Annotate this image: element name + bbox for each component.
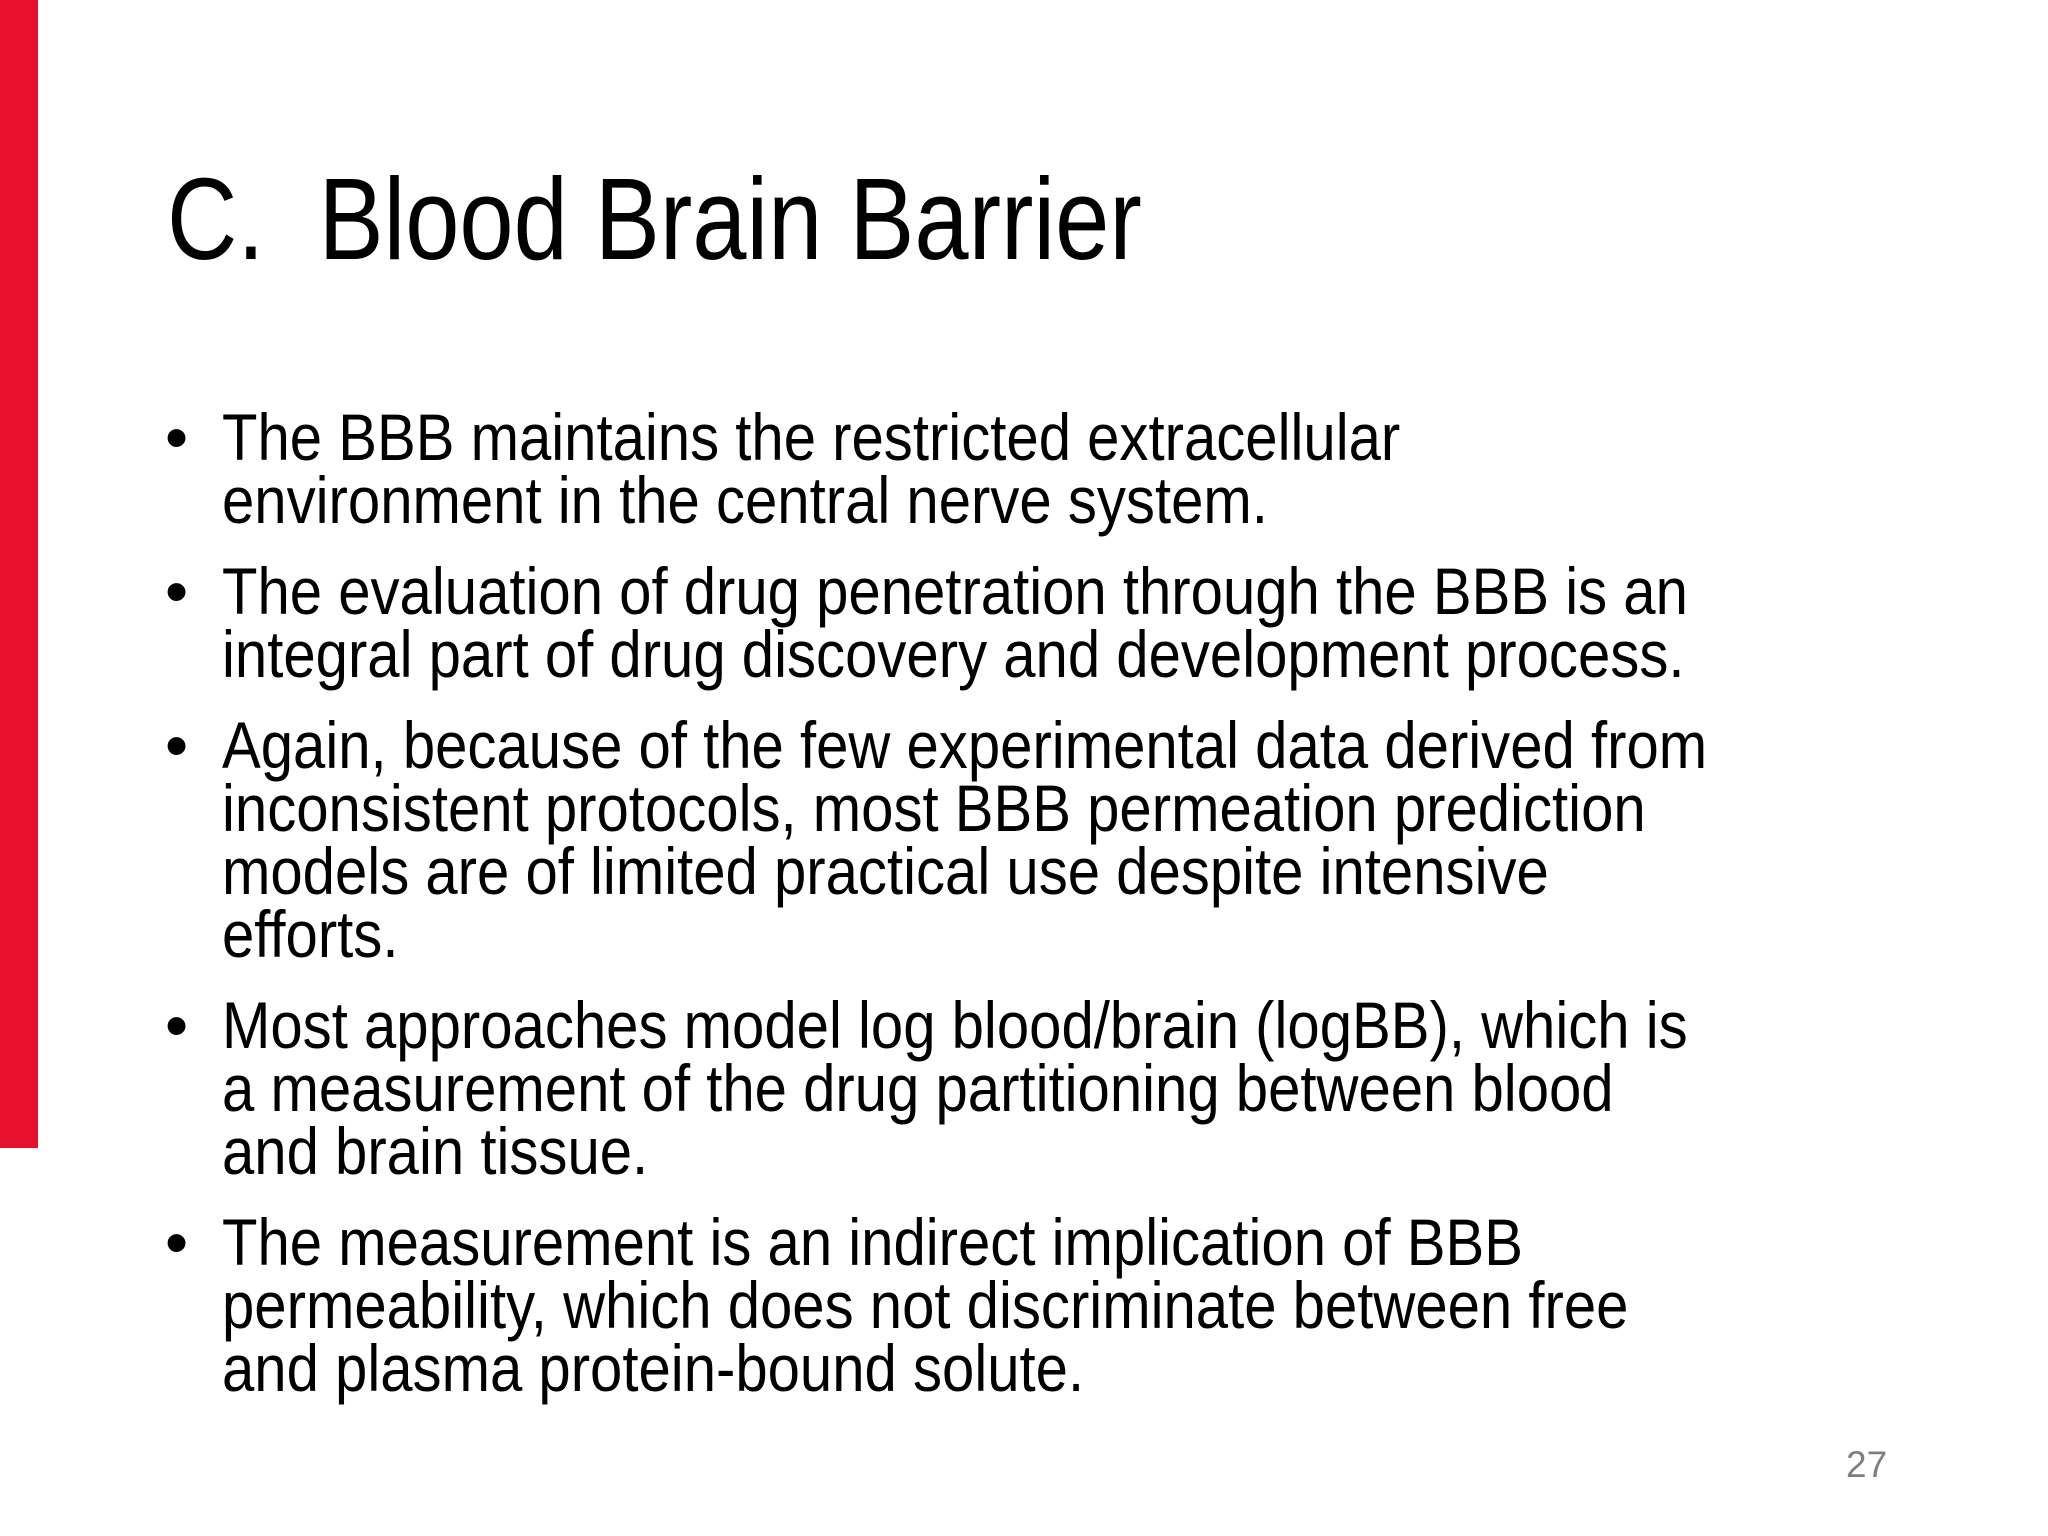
bullet-dot-icon: • (165, 1205, 189, 1279)
bullet-list: • The BBB maintains the restricted extra… (165, 400, 2048, 1405)
slide-title-text: C. Blood Brain Barrier (167, 154, 1142, 284)
bullet-dot-icon: • (165, 708, 189, 782)
bullet-text: Most approaches model log blood/brain (l… (222, 988, 1688, 1188)
bullet-item: • The measurement is an indirect implica… (165, 1205, 2048, 1405)
bullet-text: The measurement is an indirect implicati… (222, 1205, 1629, 1405)
page-number: 27 (1846, 1444, 1888, 1485)
bullet-text: The evaluation of drug penetration throu… (222, 554, 1688, 691)
bullet-text: Again, because of the few experimental d… (222, 708, 1708, 971)
slide-title: C. Blood Brain Barrier (167, 154, 1327, 284)
bullet-text: The BBB maintains the restricted extrace… (222, 400, 1401, 537)
bullet-item: • Most approaches model log blood/brain … (165, 988, 2048, 1188)
bullet-item: • Again, because of the few experimental… (165, 708, 2048, 971)
bullet-item: • The evaluation of drug penetration thr… (165, 554, 2048, 691)
red-accent-bar (0, 0, 38, 1148)
bullet-dot-icon: • (165, 554, 189, 628)
bullet-dot-icon: • (165, 988, 189, 1062)
bullet-item: • The BBB maintains the restricted extra… (165, 400, 2048, 537)
bullet-dot-icon: • (165, 400, 189, 474)
